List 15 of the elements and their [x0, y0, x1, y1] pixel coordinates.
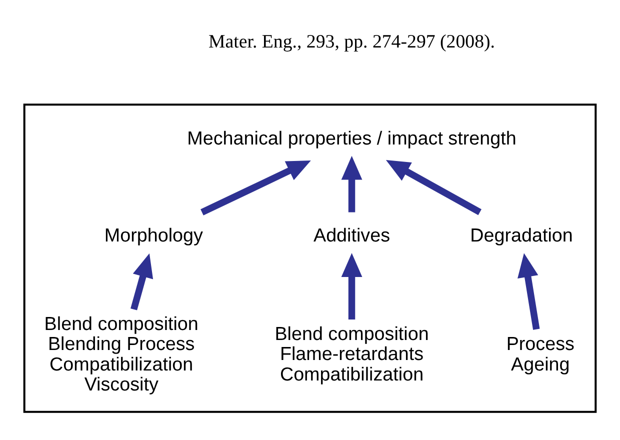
node-text: Additives — [314, 224, 390, 246]
node-text: Mechanical properties / impact strength — [187, 127, 516, 148]
node-text: Blend composition Flame-retardants Compatibilization — [274, 322, 429, 384]
arrow — [130, 252, 154, 310]
arrow — [386, 159, 482, 215]
node-text: Degradation — [470, 224, 573, 246]
arrow — [341, 252, 362, 319]
cluster — [23, 103, 597, 412]
node-text: Process Ageing — [506, 332, 574, 374]
label: Mater. Eng., 293, pp. 274-297 (2008). — [208, 31, 496, 52]
arrow — [518, 252, 540, 330]
arrow — [341, 155, 362, 212]
node-text: Blend composition Blending Process Compatibilization Viscosity — [44, 312, 198, 394]
node-text: Morphology — [104, 224, 203, 246]
arrow — [200, 160, 311, 215]
